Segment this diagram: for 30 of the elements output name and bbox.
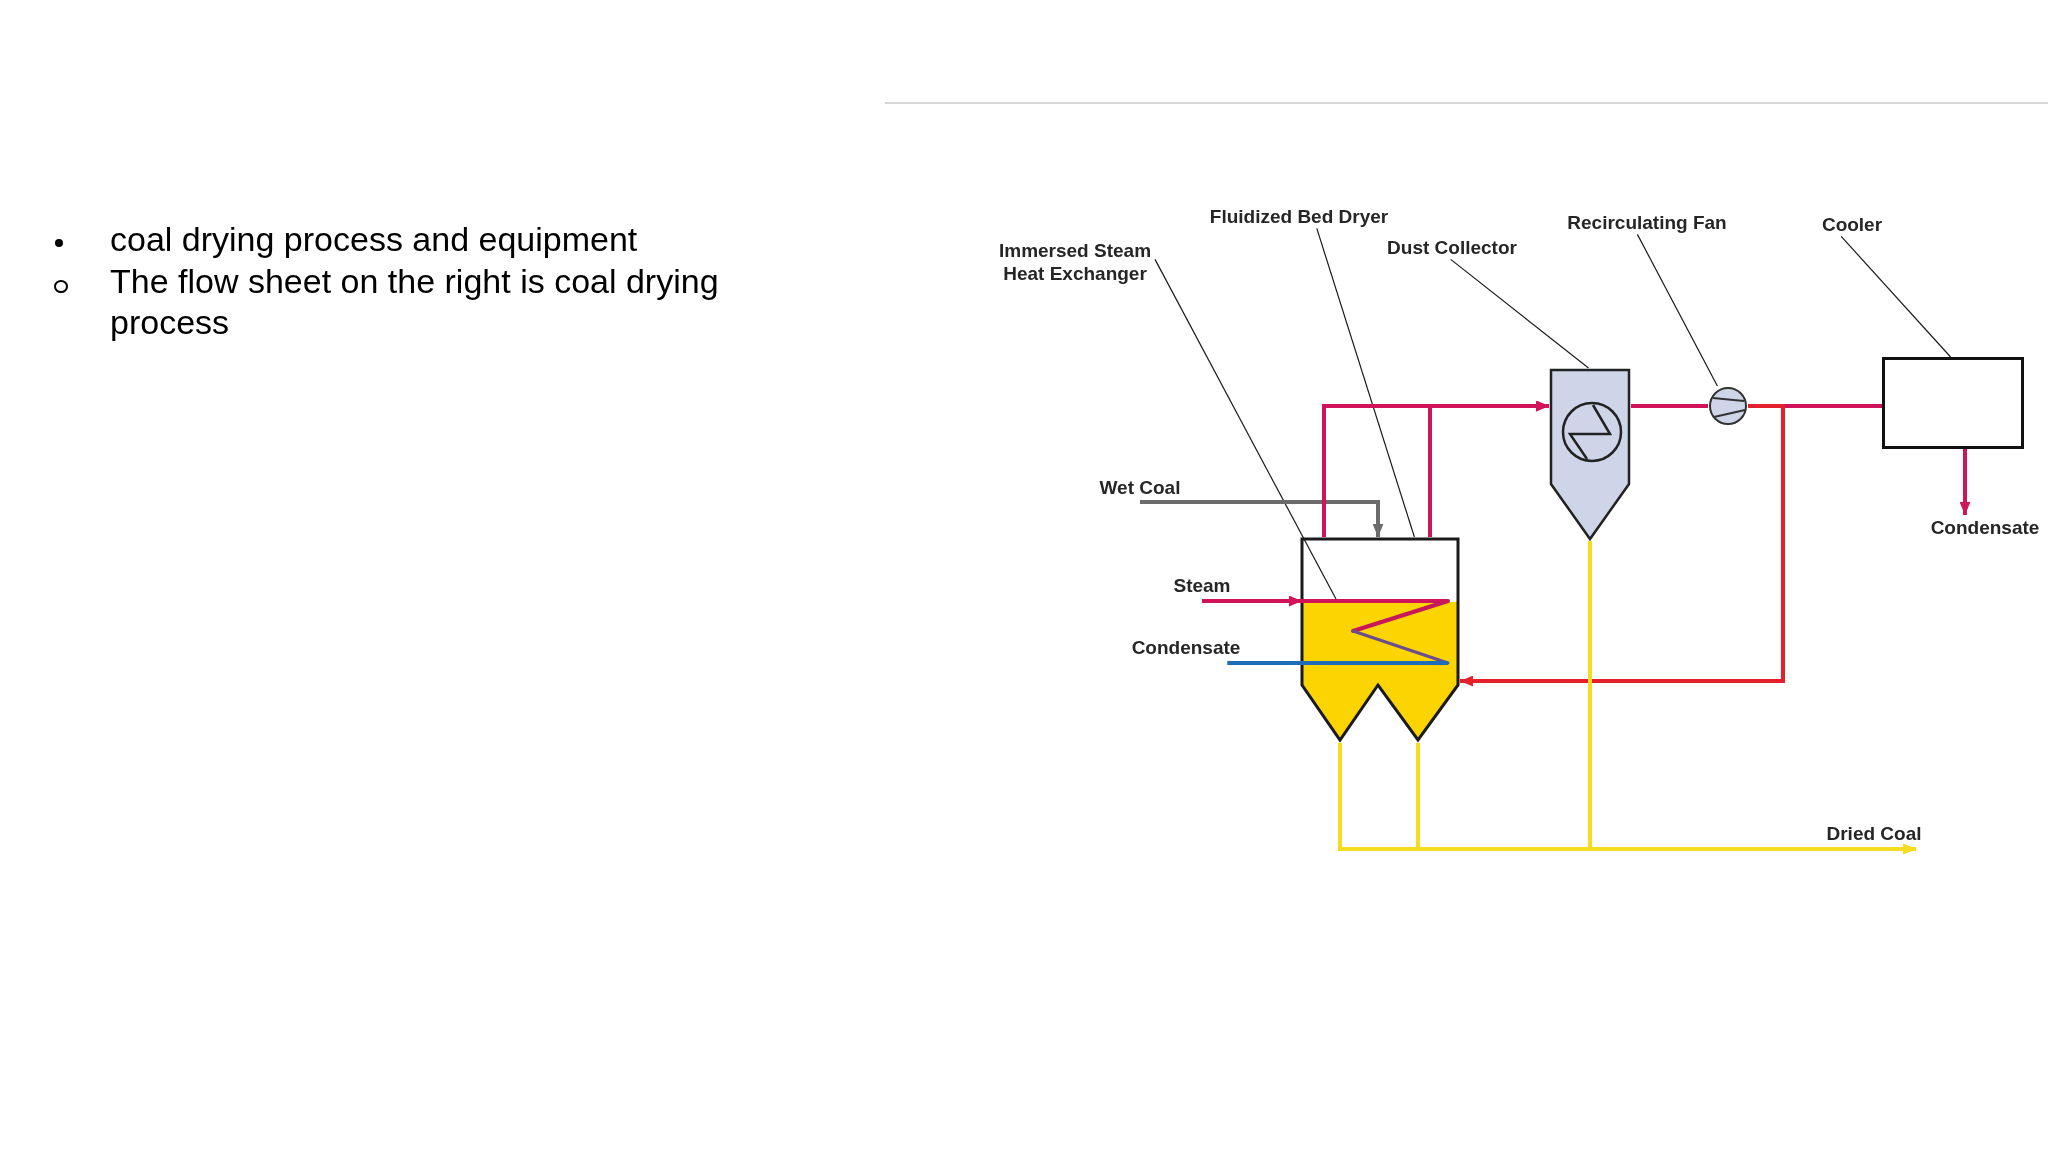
stream-label: Condensate [1930,517,2040,540]
fan-symbol [1708,386,1748,426]
equipment-label: Immersed Steam Heat Exchanger [995,240,1155,286]
cooler-box [1882,357,2024,449]
bullet-text: The flow sheet on the right is coal drying process [110,261,720,343]
leader-line [1450,258,1590,369]
pipe-line [1631,404,1708,408]
stream-label: Condensate [1131,637,1241,660]
stream-label: Steam [1173,575,1231,598]
flow-arrow [1140,500,1384,537]
bullet-text: coal drying process and equipment [110,219,638,260]
flow-arrow [1460,404,1785,687]
flow-arrow [1588,541,1916,855]
flow-arrow [1959,449,1971,515]
leader-line [1316,227,1415,538]
flow-arrow [1428,400,1549,537]
equipment-label: Recirculating Fan [1567,211,1727,235]
stream-label: Dried Coal [1826,823,1922,846]
equipment-label: Fluidized Bed Dryer [1209,205,1389,229]
leader-line [1636,233,1718,387]
equipment-label: Dust Collector [1387,236,1517,260]
heat-exchanger-coil [1302,599,1450,665]
dryer-vessel [1300,537,1460,743]
stream-label: Wet Coal [1099,477,1181,500]
leader-line [1154,258,1337,600]
pipe-line [1227,661,1302,665]
equipment-label: Cooler [1821,213,1883,237]
leader-line [1840,235,1952,358]
flow-arrow [1202,595,1302,607]
dust-collector-vessel [1549,368,1631,541]
